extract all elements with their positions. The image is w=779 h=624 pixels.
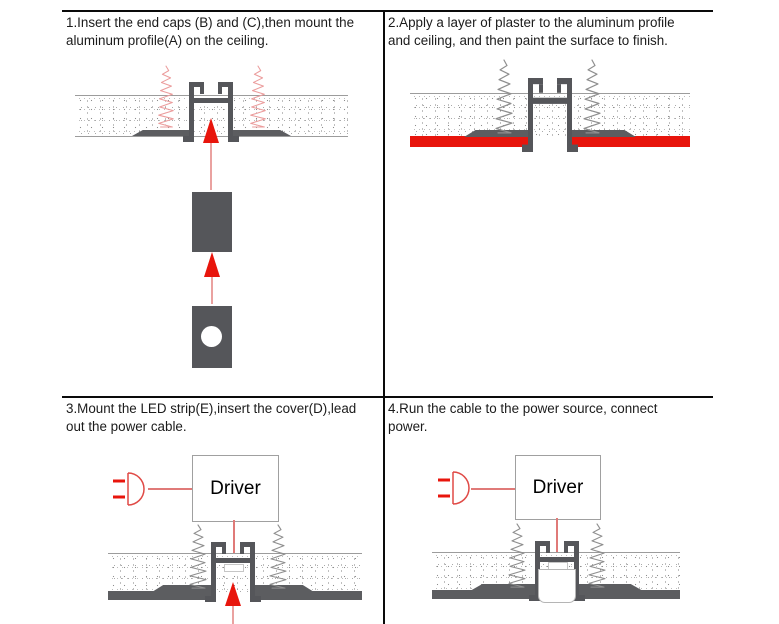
painted-surface-right — [251, 591, 362, 600]
table-middle-divider — [62, 396, 713, 398]
profile-flange-right — [575, 584, 643, 591]
driver-cable — [556, 518, 558, 560]
driver-label: Driver — [532, 476, 584, 498]
profile-flange-right — [231, 130, 291, 136]
instruction-line: 3.Mount the LED strip(E),insert the cove… — [66, 401, 357, 416]
table-top-border — [62, 10, 713, 12]
power-cable — [471, 488, 515, 490]
instruction-line: out the power cable. — [66, 418, 187, 434]
driver-box: Driver — [515, 455, 601, 520]
aluminum-profile-cross-section — [205, 542, 261, 602]
cable-hole — [201, 326, 222, 347]
led-strip — [224, 564, 244, 572]
screw-icon — [508, 523, 526, 588]
screw-icon — [250, 65, 266, 128]
instruction-text-step-4: 4.Run the cable to the power source, con… — [388, 400, 657, 435]
aluminum-profile-cross-section — [183, 82, 239, 142]
screw-icon — [189, 524, 207, 589]
painted-surface-left — [108, 591, 215, 600]
screw-icon — [495, 59, 513, 134]
driver-cable — [233, 520, 235, 562]
power-plug-icon — [113, 472, 145, 506]
table-vertical-divider — [383, 10, 385, 624]
instruction-text-step-2: 2.Apply a layer of plaster to the alumin… — [388, 14, 675, 49]
arrow-up-icon — [225, 582, 241, 624]
arrow-up-icon — [203, 118, 219, 190]
ceiling-cross-section — [108, 553, 362, 592]
instruction-line: power. — [388, 418, 428, 434]
profile-flange-left — [464, 130, 528, 137]
arrow-up-icon — [204, 252, 220, 304]
instruction-line: aluminum profile(A) on the ceiling. — [66, 32, 269, 48]
screw-icon — [158, 65, 174, 128]
end-cap-c-with-hole — [192, 306, 232, 368]
instruction-line: 2.Apply a layer of plaster to the alumin… — [388, 15, 675, 30]
profile-flange-left — [132, 130, 192, 136]
screw-icon — [583, 59, 601, 134]
power-cable — [148, 488, 192, 490]
end-cap-b — [192, 192, 232, 252]
screw-icon — [588, 523, 606, 588]
power-plug-icon — [438, 471, 470, 505]
plaster-layer-right — [572, 136, 690, 147]
instruction-line: and ceiling, and then paint the surface … — [388, 32, 668, 48]
instruction-text-step-3: 3.Mount the LED strip(E),insert the cove… — [66, 400, 356, 435]
driver-label: Driver — [210, 477, 261, 499]
painted-surface-right — [575, 590, 680, 599]
screw-icon — [269, 524, 287, 589]
plaster-layer-left — [410, 136, 528, 147]
driver-box: Driver — [192, 455, 279, 522]
profile-cover — [538, 569, 576, 603]
instruction-text-step-1: 1.Insert the end caps (B) and (C),then m… — [66, 14, 354, 49]
instruction-line: 4.Run the cable to the power source, con… — [388, 401, 658, 416]
profile-flange-left — [152, 585, 214, 592]
painted-surface-left — [432, 590, 538, 599]
aluminum-profile-cross-section — [522, 78, 578, 152]
instruction-line: 1.Insert the end caps (B) and (C),then m… — [66, 15, 355, 30]
profile-flange-right — [572, 130, 636, 137]
aluminum-profile-cross-section — [529, 541, 585, 601]
profile-flange-left — [470, 584, 538, 591]
